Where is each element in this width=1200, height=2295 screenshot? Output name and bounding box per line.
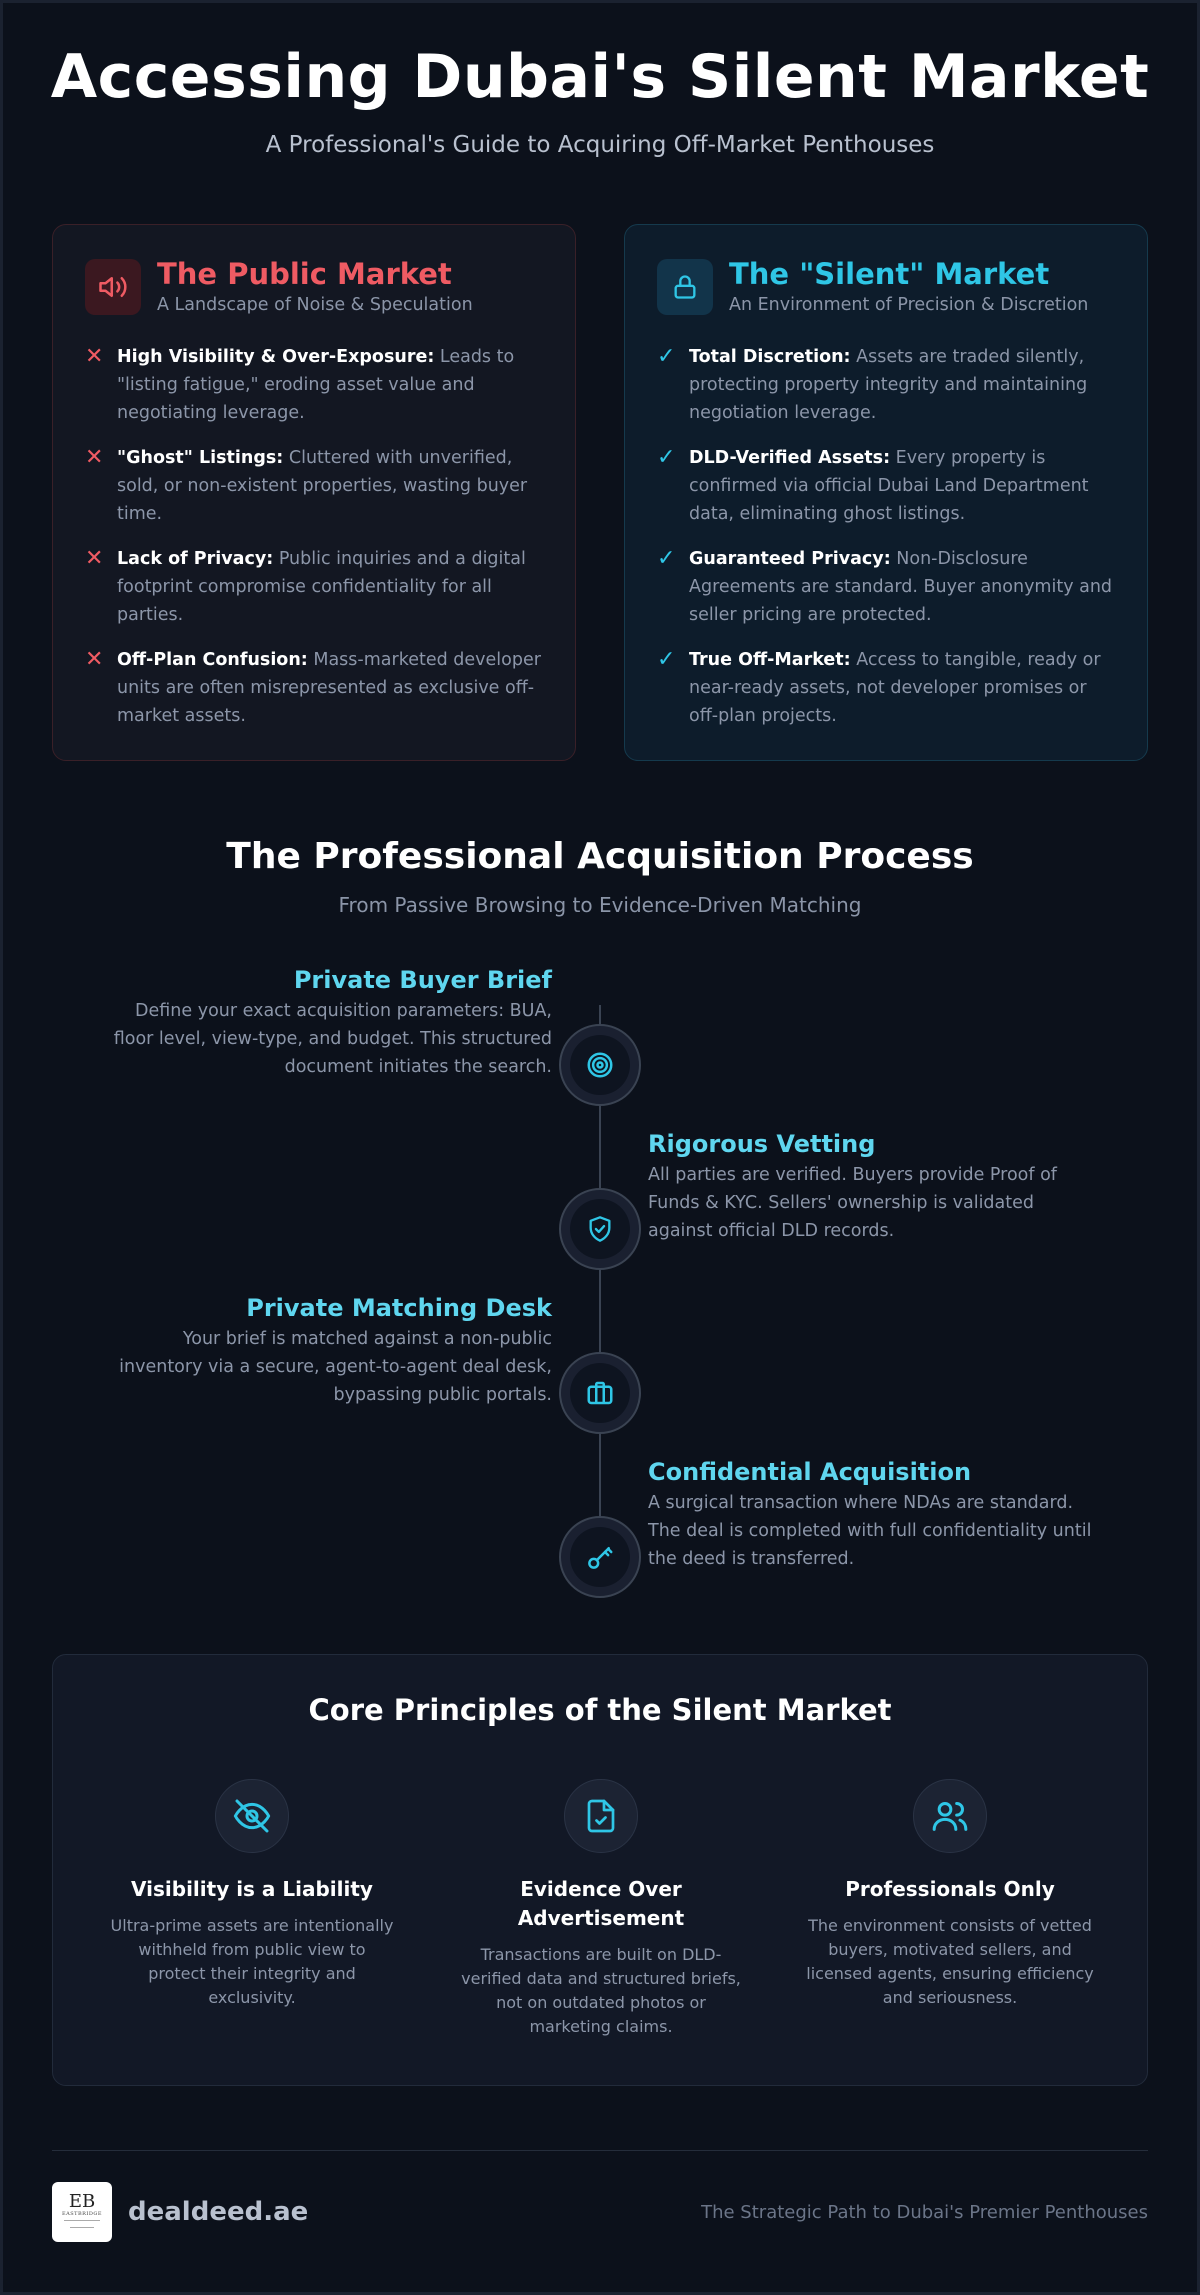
step-description: Your brief is matched against a non-publ… (119, 1329, 552, 1405)
list-item: ✕ Off-Plan Confusion: Mass-marketed deve… (85, 646, 543, 730)
step-node (559, 1516, 641, 1598)
point-label: True Off-Market: (689, 650, 851, 670)
x-mark-icon: ✕ (85, 647, 104, 672)
point-text: Leads to "listing fatigue," eroding asse… (117, 347, 515, 423)
point-text: Every property is confirmed via official… (689, 448, 1089, 524)
card-header: The "Silent" Market An Environment of Pr… (657, 257, 1115, 315)
step-description: A surgical transaction where NDAs are st… (648, 1493, 1092, 1569)
check-mark-icon: ✓ (657, 647, 676, 672)
step-title: Private Matching Desk (246, 1294, 552, 1322)
principle-title: Visibility is a Liability (131, 1877, 373, 1901)
principle-evidence: Evidence Over Advertisement Transactions… (451, 1779, 751, 2039)
public-market-title: The Public Market (157, 257, 452, 291)
x-mark-icon: ✕ (85, 445, 104, 470)
point-text: Public inquiries and a digital footprint… (117, 549, 526, 625)
principle-title: Evidence Over Advertisement (517, 1877, 685, 1930)
process-step-vetting: Rigorous Vetting All parties are verifie… (648, 1129, 1098, 1245)
x-mark-icon: ✕ (85, 546, 104, 571)
principle-description: The environment consists of vetted buyer… (806, 1916, 1094, 2007)
users-icon (913, 1779, 987, 1853)
principles-title: Core Principles of the Silent Market (308, 1693, 892, 1727)
process-header: The Professional Acquisition Process Fro… (0, 836, 1200, 917)
lock-icon (657, 259, 713, 315)
header: Accessing Dubai's Silent Market A Profes… (0, 42, 1200, 158)
card-header: The Public Market A Landscape of Noise &… (85, 257, 543, 315)
check-mark-icon: ✓ (657, 344, 676, 369)
page-title: Accessing Dubai's Silent Market (50, 42, 1150, 112)
silent-market-card: The "Silent" Market An Environment of Pr… (624, 224, 1148, 761)
footer-tagline: The Strategic Path to Dubai's Premier Pe… (701, 2202, 1148, 2223)
page-subtitle: A Professional's Guide to Acquiring Off-… (265, 132, 935, 158)
point-text: Mass-marketed developer units are often … (117, 650, 541, 726)
silent-market-title: The "Silent" Market (729, 257, 1050, 291)
brand-name[interactable]: dealdeed.ae (128, 2197, 309, 2227)
list-item: ✓ Total Discretion: Assets are traded si… (657, 343, 1115, 427)
eye-off-icon (215, 1779, 289, 1853)
step-title: Confidential Acquisition (648, 1458, 972, 1486)
principle-professionals: Professionals Only The environment consi… (800, 1779, 1100, 2010)
point-label: "Ghost" Listings: (117, 448, 284, 468)
point-label: High Visibility & Over-Exposure: (117, 347, 435, 367)
step-title: Private Buyer Brief (293, 966, 552, 994)
target-icon (570, 1035, 630, 1095)
process-subtitle: From Passive Browsing to Evidence-Driven… (338, 893, 862, 917)
point-label: Off-Plan Confusion: (117, 650, 308, 670)
point-text: Assets are traded silently, protecting p… (689, 347, 1088, 423)
step-node (559, 1188, 641, 1270)
silent-market-points: ✓ Total Discretion: Assets are traded si… (657, 343, 1115, 730)
list-item: ✕ High Visibility & Over-Exposure: Leads… (85, 343, 543, 427)
file-check-icon (564, 1779, 638, 1853)
principle-title: Professionals Only (845, 1877, 1055, 1901)
point-label: DLD-Verified Assets: (689, 448, 891, 468)
footer-divider (52, 2150, 1148, 2151)
list-item: ✕ Lack of Privacy: Public inquiries and … (85, 545, 543, 629)
public-market-points: ✕ High Visibility & Over-Exposure: Leads… (85, 343, 543, 730)
principle-description: Ultra-prime assets are intentionally wit… (110, 1916, 394, 2007)
process-step-buyer-brief: Private Buyer Brief Define your exact ac… (102, 965, 552, 1081)
timeline-line (599, 1005, 601, 1545)
brand-logo[interactable]: EB EASTBRIDGE (52, 2182, 112, 2242)
process-title: The Professional Acquisition Process (226, 836, 974, 877)
point-text: Cluttered with unverified, sold, or non-… (117, 448, 528, 524)
point-text: Access to tangible, ready or near-ready … (689, 650, 1101, 726)
briefcase-icon (570, 1363, 630, 1423)
core-principles-panel: Core Principles of the Silent Market Vis… (52, 1654, 1148, 2086)
speaker-icon (85, 259, 141, 315)
public-market-subtitle: A Landscape of Noise & Speculation (157, 295, 473, 315)
x-mark-icon: ✕ (85, 344, 104, 369)
principle-description: Transactions are built on DLD-verified d… (461, 1945, 741, 2036)
check-mark-icon: ✓ (657, 445, 676, 470)
list-item: ✓ DLD-Verified Assets: Every property is… (657, 444, 1115, 528)
step-node (559, 1024, 641, 1106)
point-label: Lack of Privacy: (117, 549, 274, 569)
point-label: Total Discretion: (689, 347, 851, 367)
step-title: Rigorous Vetting (648, 1130, 876, 1158)
process-step-matching-desk: Private Matching Desk Your brief is matc… (102, 1293, 552, 1409)
process-step-acquisition: Confidential Acquisition A surgical tran… (648, 1457, 1098, 1573)
list-item: ✓ True Off-Market: Access to tangible, r… (657, 646, 1115, 730)
shield-check-icon (570, 1199, 630, 1259)
public-market-card: The Public Market A Landscape of Noise &… (52, 224, 576, 761)
point-label: Guaranteed Privacy: (689, 549, 891, 569)
key-icon (570, 1527, 630, 1587)
list-item: ✕ "Ghost" Listings: Cluttered with unver… (85, 444, 543, 528)
step-description: Define your exact acquisition parameters… (113, 1001, 552, 1077)
principle-visibility: Visibility is a Liability Ultra-prime as… (102, 1779, 402, 2010)
step-node (559, 1352, 641, 1434)
point-text: Non-Disclosure Agreements are standard. … (689, 549, 1113, 625)
check-mark-icon: ✓ (657, 546, 676, 571)
list-item: ✓ Guaranteed Privacy: Non-Disclosure Agr… (657, 545, 1115, 629)
step-description: All parties are verified. Buyers provide… (648, 1165, 1057, 1241)
silent-market-subtitle: An Environment of Precision & Discretion (729, 295, 1089, 315)
